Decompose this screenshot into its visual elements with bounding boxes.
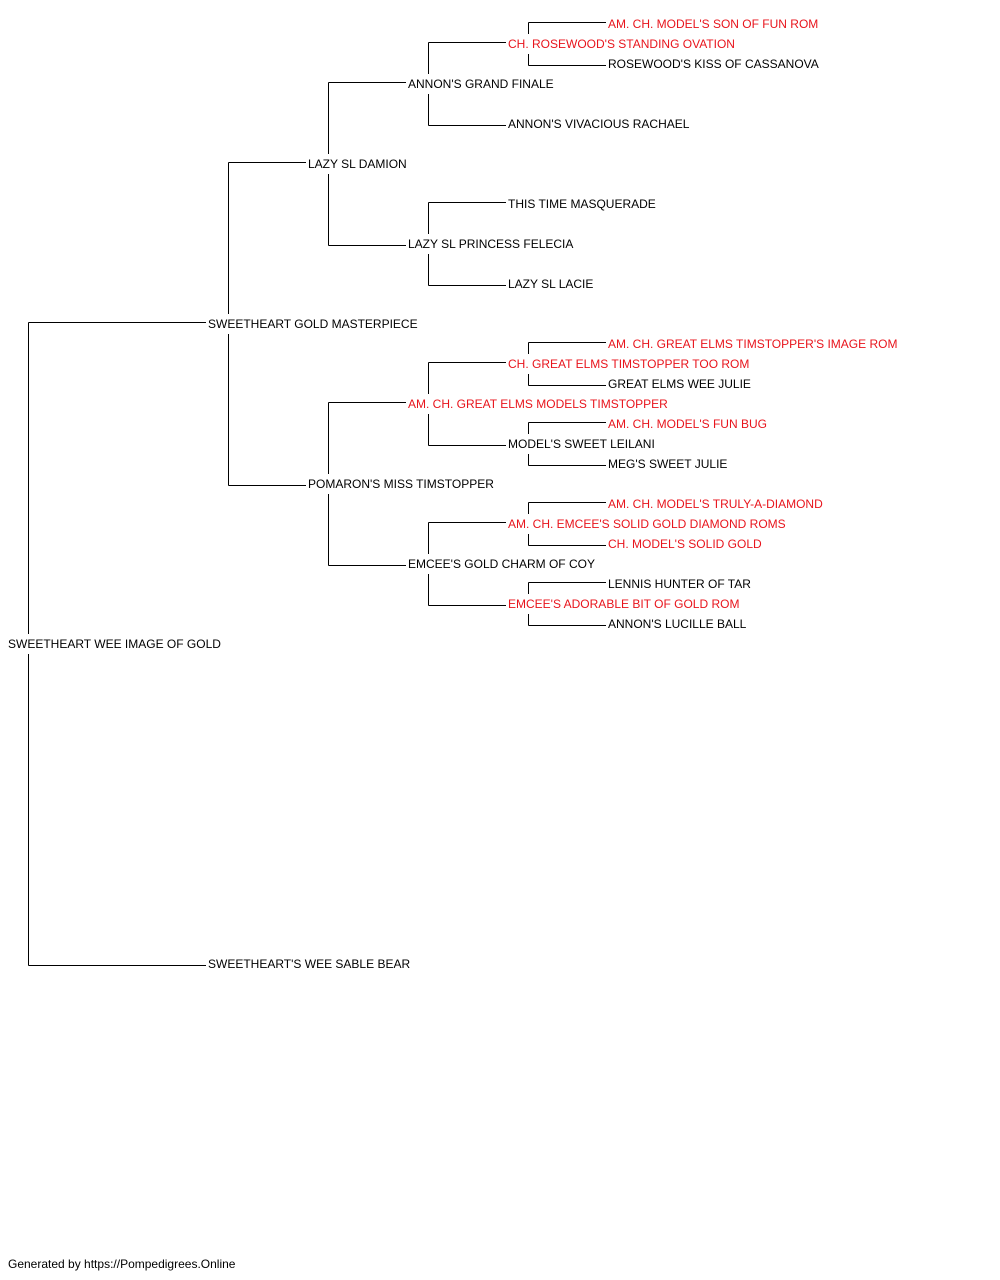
ancestor-name[interactable]: AM. CH. MODEL'S SON OF FUN ROM [608,17,819,31]
ancestor-name[interactable]: MEG'S SWEET JULIE [608,457,728,471]
ancestor-name[interactable]: AM. CH. EMCEE'S SOLID GOLD DIAMOND ROMS [508,517,786,531]
footer-credit: Generated by https://Pompedigrees.Online [8,1257,236,1271]
ancestor-name[interactable]: CH. MODEL'S SOLID GOLD [608,537,762,551]
ancestor-name[interactable]: CH. ROSEWOOD'S STANDING OVATION [508,37,735,51]
ancestor-name[interactable]: LAZY SL PRINCESS FELECIA [408,237,574,251]
ancestor-name[interactable]: AM. CH. MODEL'S FUN BUG [608,417,767,431]
sire-sire-name[interactable]: LAZY SL DAMION [308,157,407,171]
subject-name[interactable]: SWEETHEART WEE IMAGE OF GOLD [8,637,221,651]
ancestor-name[interactable]: AM. CH. GREAT ELMS MODELS TIMSTOPPER [408,397,668,411]
ancestor-name[interactable]: LENNIS HUNTER OF TAR [608,577,751,591]
ancestor-name[interactable]: GREAT ELMS WEE JULIE [608,377,751,391]
ancestor-name[interactable]: ANNON'S VIVACIOUS RACHAEL [508,117,690,131]
sire-dam-name[interactable]: POMARON'S MISS TIMSTOPPER [308,477,494,491]
ancestor-name[interactable]: AM. CH. MODEL'S TRULY-A-DIAMOND [608,497,823,511]
ancestor-name[interactable]: THIS TIME MASQUERADE [508,197,656,211]
ancestor-name[interactable]: AM. CH. GREAT ELMS TIMSTOPPER'S IMAGE RO… [608,337,898,351]
ancestor-name[interactable]: ROSEWOOD'S KISS OF CASSANOVA [608,57,819,71]
sire-name[interactable]: SWEETHEART GOLD MASTERPIECE [208,317,418,331]
ancestor-name[interactable]: ANNON'S LUCILLE BALL [608,617,747,631]
dam-name[interactable]: SWEETHEART'S WEE SABLE BEAR [208,957,411,971]
ancestor-name[interactable]: ANNON'S GRAND FINALE [408,77,554,91]
ancestor-name[interactable]: LAZY SL LACIE [508,277,594,291]
ancestor-name[interactable]: CH. GREAT ELMS TIMSTOPPER TOO ROM [508,357,750,371]
ancestor-name[interactable]: MODEL'S SWEET LEILANI [508,437,655,451]
ancestor-name[interactable]: EMCEE'S ADORABLE BIT OF GOLD ROM [508,597,740,611]
ancestor-name[interactable]: EMCEE'S GOLD CHARM OF COY [408,557,595,571]
